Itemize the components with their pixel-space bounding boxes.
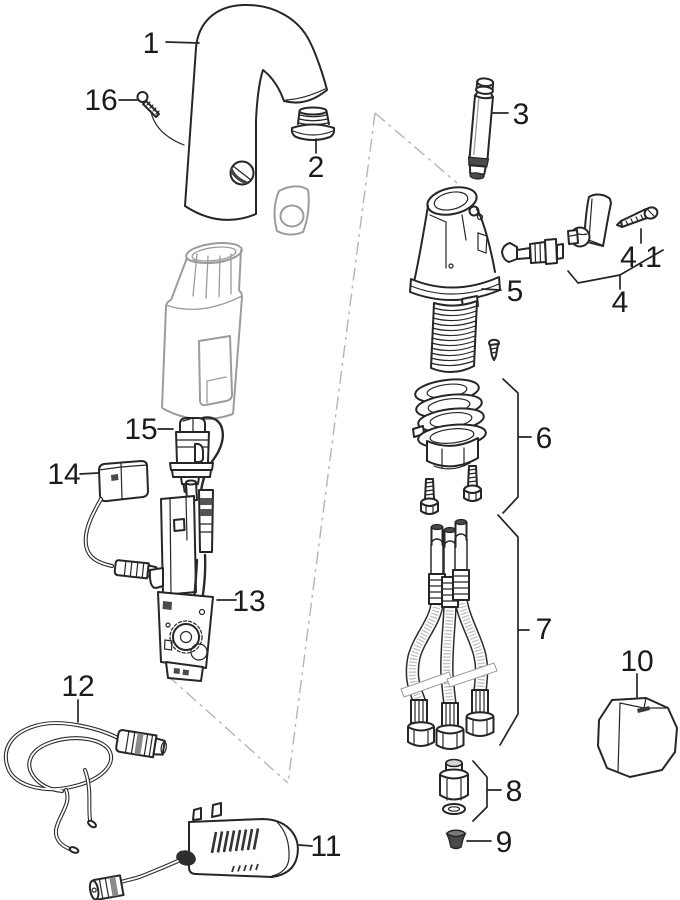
label-part-2: 2 <box>308 151 325 184</box>
assembly-axis-lines <box>166 112 458 784</box>
sensor-plug <box>501 238 564 265</box>
inner-sleeve <box>161 241 243 421</box>
label-part-5: 5 <box>507 275 524 308</box>
label-part-12: 12 <box>61 670 94 703</box>
part-9-cap <box>445 829 467 850</box>
bolt-right <box>463 465 482 502</box>
part-4-1-screw <box>616 206 659 228</box>
part-12-cable <box>3 721 167 854</box>
label-part-3: 3 <box>513 98 530 131</box>
part-10-protective-cap <box>597 697 678 778</box>
label-part-6: 6 <box>536 422 553 455</box>
label-part-16: 16 <box>84 84 117 117</box>
label-part-15: 15 <box>124 413 157 446</box>
label-part-4: 4 <box>612 286 629 319</box>
leader-lines <box>77 41 664 847</box>
small-screw <box>488 338 500 361</box>
part-11-power-supply <box>88 802 299 900</box>
part-3-extension-tube <box>467 77 495 180</box>
bolt-left <box>420 478 439 515</box>
part-13-electronics-module <box>148 479 214 682</box>
power-connector <box>88 874 125 900</box>
label-part-11: 11 <box>310 830 341 863</box>
part-6-fixation-set <box>412 378 487 515</box>
part-1-spout <box>184 3 328 221</box>
label-part-8: 8 <box>506 775 523 808</box>
label-part-13: 13 <box>232 585 265 618</box>
part-4-lever <box>567 193 612 248</box>
cable-connector <box>115 729 167 759</box>
part-2-aerator <box>290 106 336 141</box>
part-5-valve-body <box>409 186 501 373</box>
part-7-supply-hoses <box>400 518 498 750</box>
label-part-1: 1 <box>143 27 160 60</box>
label-part-14: 14 <box>47 458 80 491</box>
part-16-screw <box>136 91 185 146</box>
escutcheon-plate <box>273 185 310 236</box>
part-14-battery <box>83 460 158 580</box>
part-8-fitting <box>439 758 469 815</box>
label-part-4-1: 4.1 <box>620 241 662 274</box>
label-part-9: 9 <box>496 826 513 859</box>
part-labels: 1 2 3 4 4.1 5 6 7 8 9 10 11 12 13 14 15 … <box>47 27 662 863</box>
label-part-7: 7 <box>536 613 553 646</box>
label-part-10: 10 <box>620 645 653 678</box>
